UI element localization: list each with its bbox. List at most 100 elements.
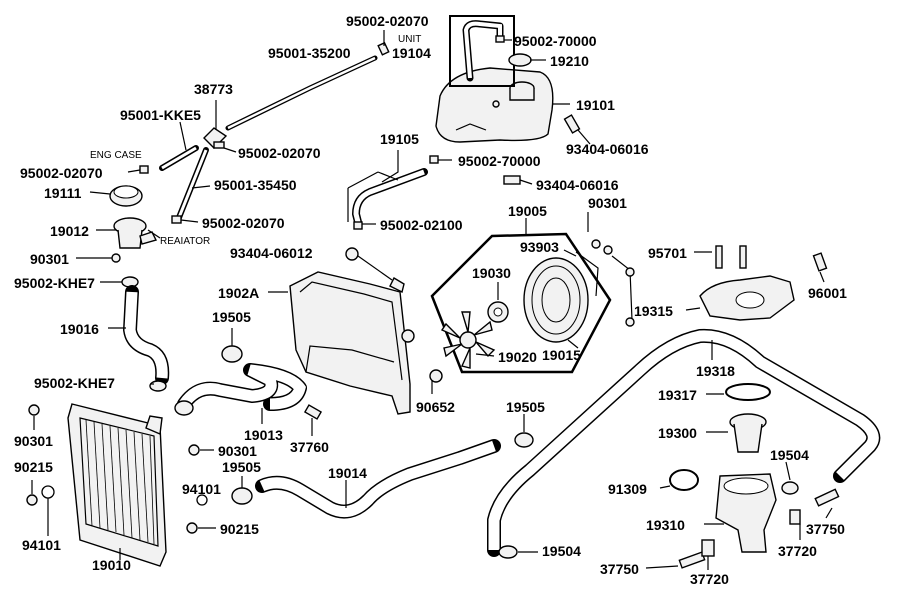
label-90301-d: 90301 xyxy=(14,433,53,449)
label-95002-KHE7-b: 95002-KHE7 xyxy=(34,375,115,391)
breather-tube-19104 xyxy=(449,15,515,87)
label-19505-b: 19505 xyxy=(506,399,545,415)
label-95701: 95701 xyxy=(648,245,687,261)
label-95002-02070-top: 95002-02070 xyxy=(346,13,429,29)
label-19300: 19300 xyxy=(658,425,697,441)
fan-motor-19015 xyxy=(523,257,589,349)
fan-shroud-1902A xyxy=(268,271,411,415)
fan-blade-19020 xyxy=(440,311,496,369)
bolt-93404-06012 xyxy=(345,247,405,294)
clamp-19504-a xyxy=(781,461,799,495)
label-37720-a: 37720 xyxy=(778,543,817,559)
label-93404-06012: 93404-06012 xyxy=(230,245,313,261)
thermostat-cover-19315 xyxy=(685,275,795,321)
label-94101-a: 94101 xyxy=(182,481,221,497)
label-19010: 19010 xyxy=(92,557,131,573)
clamp-19504-b xyxy=(498,545,538,559)
label-19318: 19318 xyxy=(696,363,735,379)
filler-neck-19012 xyxy=(96,217,161,249)
label-90301-a-top: 90301 xyxy=(588,195,627,211)
label-19016: 19016 xyxy=(60,321,99,337)
bracket-stay xyxy=(587,212,635,327)
washer-94101-a xyxy=(196,486,208,506)
label-19014: 19014 xyxy=(328,465,367,481)
washer-94101-b xyxy=(41,485,55,536)
label-19101: 19101 xyxy=(576,97,615,113)
label-37760: 37760 xyxy=(290,439,329,455)
label-95002-02070-c: 95002-02070 xyxy=(20,165,103,181)
label-95002-02100: 95002-02100 xyxy=(380,217,463,233)
clamp-19505-c xyxy=(231,476,253,505)
bolts-95701 xyxy=(694,245,747,269)
label-95002-02070-d: 95002-02070 xyxy=(202,215,285,231)
bolt-93404-06016-b xyxy=(503,175,533,185)
hose-19105 xyxy=(347,150,452,230)
breather-hose-95001-35200 xyxy=(225,55,378,131)
label-93404-06016-b: 93404-06016 xyxy=(536,177,619,193)
label-37750-b: 37750 xyxy=(600,561,639,577)
label-19315: 19315 xyxy=(634,303,673,319)
sensor-37760 xyxy=(303,404,323,436)
bolt-90301-b xyxy=(28,404,40,430)
fan-hub-19030 xyxy=(487,282,509,323)
joint-38773 xyxy=(203,100,228,149)
thermostat-19300 xyxy=(706,413,767,453)
label-19504-b: 19504 xyxy=(542,543,581,559)
label-93404-06016-a: 93404-06016 xyxy=(566,141,649,157)
label-95001-KKE5: 95001-KKE5 xyxy=(120,107,201,123)
label-19504-a: 19504 xyxy=(770,447,809,463)
label-19104: 19104 xyxy=(392,45,431,61)
bolt-93404-06016-a xyxy=(563,114,591,145)
label-90215-b: 90215 xyxy=(220,521,259,537)
bolt-90215-b xyxy=(186,522,216,534)
label-95002-70000-b: 95002-70000 xyxy=(458,153,541,169)
hose-19318 xyxy=(487,328,881,557)
label-19030: 19030 xyxy=(472,265,511,281)
label-90215-a: 90215 xyxy=(14,459,53,475)
clamp-19505-a xyxy=(221,328,243,363)
label-19013: 19013 xyxy=(244,427,283,443)
clip-37720-b xyxy=(701,539,715,570)
hose-19014 xyxy=(255,439,501,519)
label-37720-b: 37720 xyxy=(690,571,729,587)
bolt-90215-a xyxy=(26,480,38,506)
hose-clip-top xyxy=(377,30,390,56)
fan-mount-93903 xyxy=(563,249,599,297)
label-1902A: 1902A xyxy=(218,285,259,301)
label-unit: UNIT xyxy=(398,34,421,45)
label-19310: 19310 xyxy=(646,517,685,533)
clamp-19505-b xyxy=(514,414,534,448)
label-95001-35450: 95001-35450 xyxy=(214,177,297,193)
thermostat-housing-19310 xyxy=(704,473,777,553)
label-95002-02070-b: 95002-02070 xyxy=(238,145,321,161)
hose-19013 xyxy=(177,363,307,424)
hose-19016 xyxy=(108,285,170,385)
label-90652: 90652 xyxy=(416,399,455,415)
label-19105: 19105 xyxy=(380,131,419,147)
breather-hose-95001-35450 xyxy=(175,147,211,223)
reservoir-tank-19101 xyxy=(435,67,570,143)
label-95002-KHE7-a: 95002-KHE7 xyxy=(14,275,95,291)
sensor-96001 xyxy=(812,252,828,283)
sensor-37750-a xyxy=(814,488,840,519)
clamp-95002-KHE7-b xyxy=(149,380,167,392)
part-labels: 95002-02070 UNIT 19104 95002-70000 19210… xyxy=(14,13,847,587)
clamp-near-19013 xyxy=(174,400,194,416)
sensor-37750-b xyxy=(645,551,706,569)
label-38773: 38773 xyxy=(194,81,233,97)
radiator-19010 xyxy=(67,403,167,567)
label-19005: 19005 xyxy=(508,203,547,219)
label-37750-a: 37750 xyxy=(806,521,845,537)
bolt-90301-a xyxy=(76,253,121,263)
bolt-90301-c xyxy=(188,444,214,456)
o-ring-91309 xyxy=(659,469,699,491)
label-95001-35200: 95001-35200 xyxy=(268,45,351,61)
hose-clips-left xyxy=(127,141,237,224)
clip-37720-a xyxy=(789,509,801,540)
grommet-90652 xyxy=(401,329,443,394)
o-ring-19317 xyxy=(706,383,771,401)
label-19505-c: 19505 xyxy=(222,459,261,475)
label-95002-70000-a: 95002-70000 xyxy=(514,33,597,49)
radiator-cap-19111 xyxy=(89,185,143,207)
